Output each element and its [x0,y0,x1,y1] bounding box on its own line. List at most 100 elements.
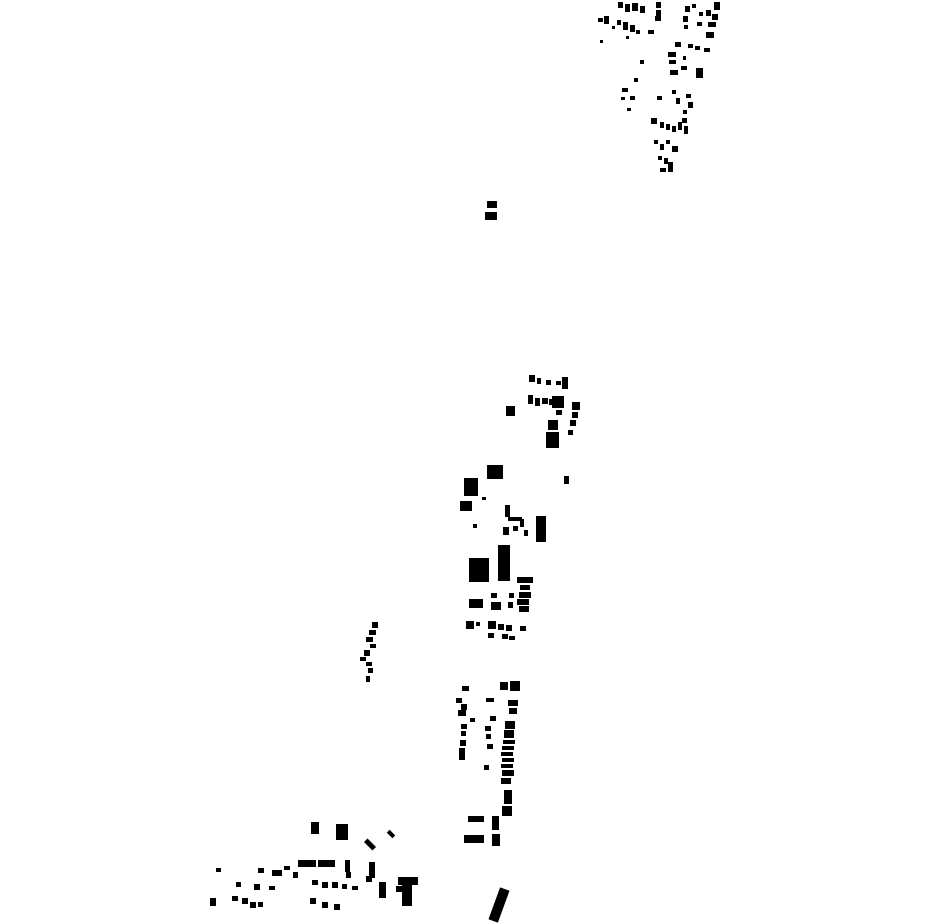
building-footprint [695,46,700,50]
building-footprint [660,144,664,150]
building-footprint [535,398,540,406]
building-footprint [370,644,376,648]
building-footprint [520,519,524,527]
building-footprint [684,126,688,134]
building-footprint [505,721,515,729]
building-footprint [334,904,340,910]
building-footprint [556,410,562,415]
building-footprint [250,902,256,908]
building-footprint [537,378,541,384]
building-footprint [502,806,512,816]
building-footprint [484,765,489,770]
building-footprint [464,835,484,843]
building-footprint [660,122,664,128]
building-footprint [682,118,687,123]
building-footprint [487,201,497,208]
building-footprint [524,530,528,536]
building-footprint [502,634,508,639]
building-footprint [402,884,412,906]
building-footprint [684,25,688,29]
building-footprint [549,399,554,405]
building-footprint [640,6,645,13]
building-footprint [502,758,514,762]
building-footprint [482,497,486,500]
building-footprint [658,156,662,160]
building-footprint [706,10,711,16]
building-footprint [293,872,298,878]
building-footprint [598,18,603,22]
building-footprint [706,32,714,38]
building-footprint [600,40,603,43]
building-footprint [651,118,657,124]
building-footprint [666,140,670,144]
building-footprint [322,882,328,888]
building-footprint [714,2,720,10]
building-footprint [372,622,378,628]
building-footprint [657,96,662,100]
building-footprint [461,724,467,729]
building-footprint [386,829,396,839]
building-footprint [510,681,520,691]
building-footprint [528,395,533,404]
building-footprint [509,593,514,598]
building-footprint [492,834,500,846]
building-footprint [529,375,535,382]
building-footprint [312,880,318,885]
building-footprint [675,42,681,47]
building-footprint [501,778,511,784]
building-footprint [636,30,640,34]
building-footprint [342,884,347,889]
building-footprint [336,824,348,840]
building-footprint [464,478,478,496]
building-footprint [456,698,462,703]
building-footprint [506,625,512,631]
building-footprint [632,3,638,11]
building-footprint [216,868,221,872]
building-footprint [491,602,501,610]
building-footprint [504,790,512,804]
building-footprint [210,898,216,906]
building-footprint [546,432,559,448]
building-footprint [332,882,338,888]
building-footprint [683,56,686,60]
building-footprint [459,754,465,760]
building-footprint [678,122,682,130]
building-footprint [542,398,548,404]
building-footprint [508,602,513,608]
building-footprint [473,524,477,528]
building-footprint [699,12,703,16]
building-footprint [568,430,573,435]
building-footprint [672,90,676,94]
building-footprint [322,902,328,908]
building-footprint [622,88,628,92]
building-footprint [509,636,515,640]
building-footprint [696,68,703,78]
building-footprint [476,622,480,626]
building-footprint [461,704,467,710]
building-footprint [242,898,248,904]
building-footprint [469,558,489,582]
building-footprint [360,657,366,661]
building-footprint [556,381,561,385]
building-footprint [666,124,670,130]
building-footprint [485,726,491,731]
building-footprint [621,97,625,100]
building-footprint [232,896,238,901]
building-footprint [656,10,661,16]
building-footprint [627,108,631,111]
building-footprint [460,501,472,511]
building-footprint [487,465,503,479]
building-footprint [258,868,264,873]
building-footprint [562,377,568,389]
building-footprint [618,2,623,8]
building-footprint [517,577,533,583]
building-footprint [685,6,690,12]
building-footprint [269,886,275,890]
building-footprint [676,98,680,104]
building-footprint [686,94,691,98]
building-footprint [492,816,499,830]
building-footprint [502,770,514,776]
building-footprint [509,708,517,714]
